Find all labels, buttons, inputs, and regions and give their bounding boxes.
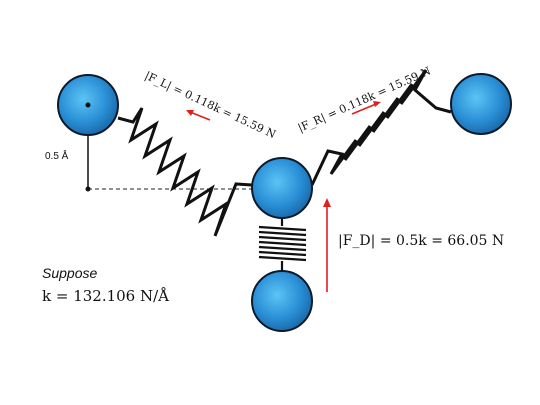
distance-marker-bottom-dot [85,186,91,192]
atom-left-center-dot [85,102,91,108]
atom-bottom [251,270,313,332]
right-spring [310,69,452,186]
atom-center [251,157,313,219]
left-force-label: |F_L| = 0.118k = 15.59 N [142,69,278,142]
right-force-arrow [351,101,381,115]
suppose-label: Suppose [42,265,98,281]
k-value-expression: k = 132.106 N/Å [42,287,170,305]
down-force-arrow [323,198,331,292]
down-force-label: |F_D| = 0.5k = 66.05 N [338,233,505,249]
distance-label: 0.5 Å [45,151,69,162]
atom-right [450,73,512,135]
bottom-spring [258,214,307,272]
left-force-arrow [186,110,211,121]
left-spring [117,107,253,237]
right-force-label: |F_R| = 0.118k = 15.59 N [296,64,434,136]
